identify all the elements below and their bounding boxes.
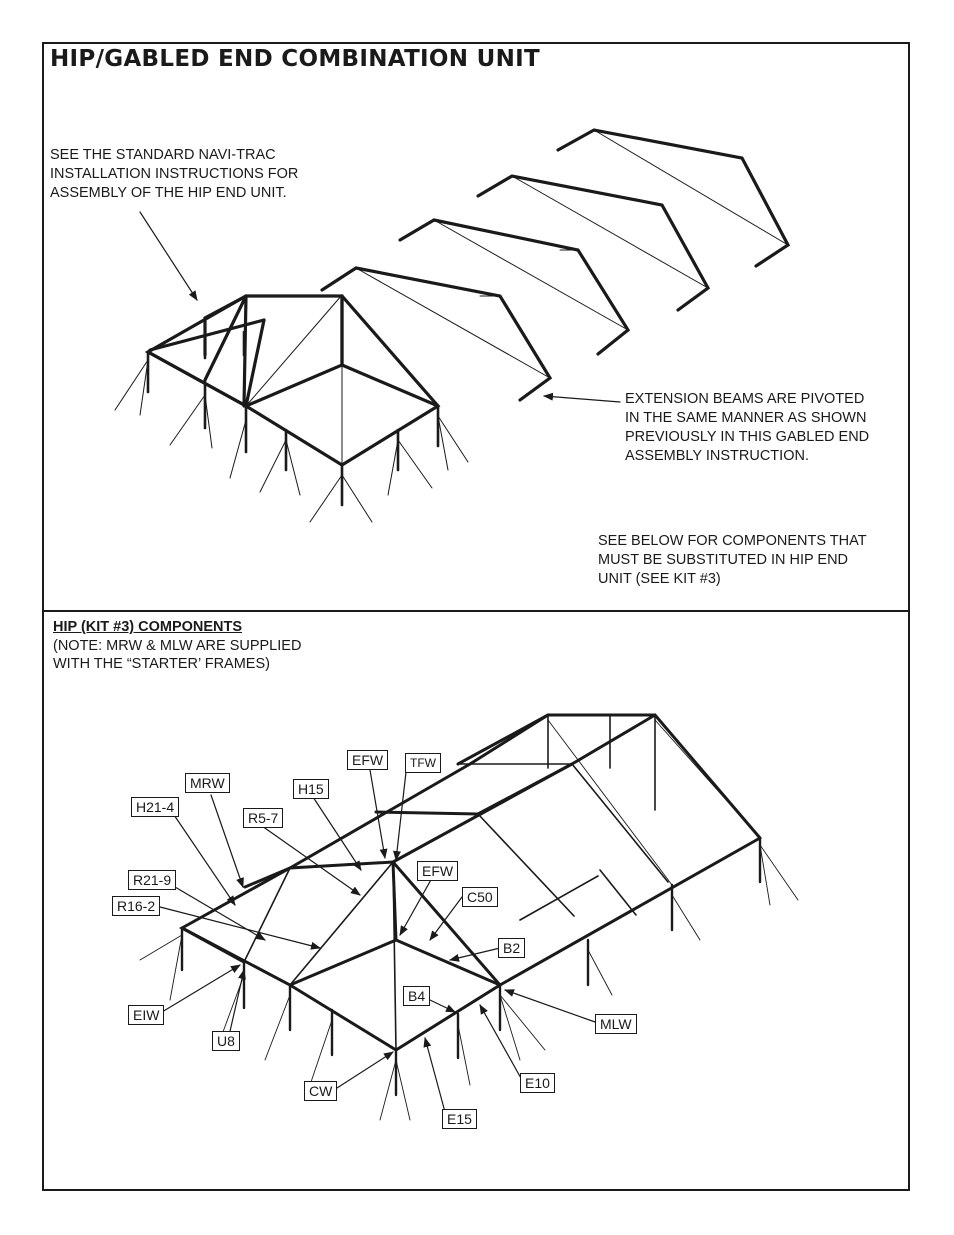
note-hip-end: SEE THE STANDARD NAVI-TRAC INSTALLATION … bbox=[50, 147, 299, 201]
label-c50: C50 bbox=[462, 887, 498, 907]
kit-note: (NOTE: MRW & MLW ARE SUPPLIED WITH THE “… bbox=[53, 638, 302, 672]
label-efw: EFW bbox=[417, 861, 459, 881]
page-title: HIP/GABLED END COMBINATION UNIT bbox=[50, 46, 540, 72]
label-b2: B2 bbox=[498, 938, 526, 958]
label-h15: H15 bbox=[293, 779, 329, 799]
label-r21-9: R21-9 bbox=[128, 870, 177, 890]
label-r5-7: R5-7 bbox=[243, 808, 284, 828]
note-extension-beams: EXTENSION BEAMS ARE PIVOTED IN THE SAME … bbox=[625, 391, 870, 464]
label-efw-top: EFW bbox=[347, 750, 389, 770]
label-tfw: TFW bbox=[405, 753, 441, 773]
label-h21-4: H21-4 bbox=[131, 797, 180, 817]
label-mlw: MLW bbox=[595, 1014, 637, 1034]
label-u8: U8 bbox=[212, 1031, 240, 1051]
top-hip-end-illustration bbox=[114, 128, 791, 523]
label-r16-2: R16-2 bbox=[112, 896, 161, 916]
label-eiw: EIW bbox=[128, 1005, 165, 1025]
bottom-hip-gable-illustration bbox=[139, 713, 799, 1121]
label-e10: E10 bbox=[520, 1073, 555, 1093]
label-mrw: MRW bbox=[185, 773, 230, 793]
note-substitute-components: SEE BELOW FOR COMPONENTS THAT MUST BE SU… bbox=[598, 533, 867, 587]
label-cw: CW bbox=[304, 1081, 338, 1101]
label-e15: E15 bbox=[442, 1109, 477, 1129]
label-b4: B4 bbox=[403, 986, 431, 1006]
page-frame bbox=[42, 42, 910, 1191]
kit-title: HIP (KIT #3) COMPONENTS bbox=[53, 619, 243, 635]
section-divider bbox=[42, 610, 910, 612]
